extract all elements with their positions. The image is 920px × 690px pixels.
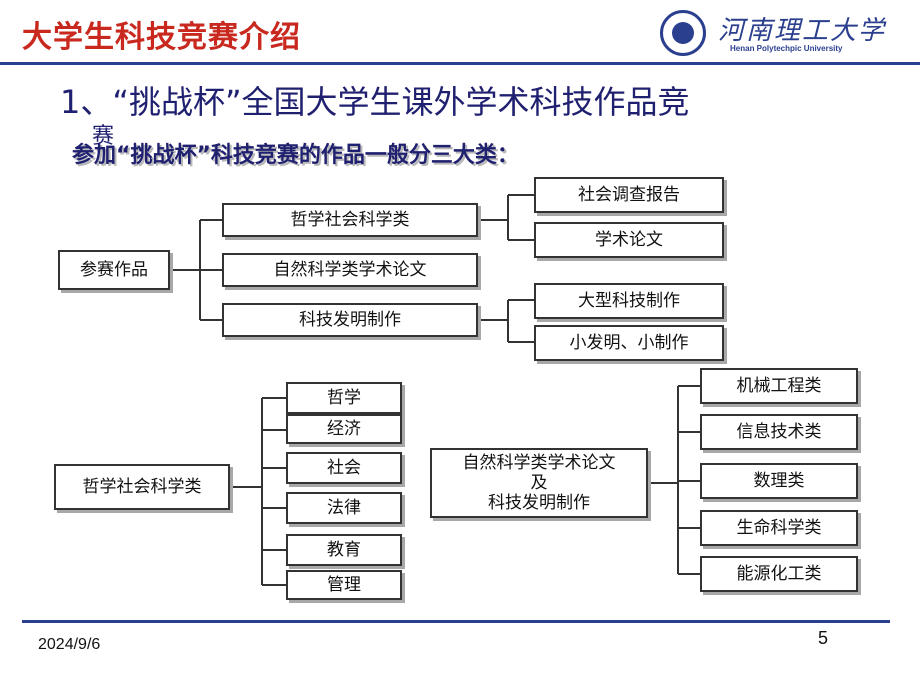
section-heading: 1、“挑战杯”全国大学生课外学术科技作品竞 [60, 83, 690, 121]
node-root-line-1: 自然科学类学术论文 [462, 453, 616, 473]
node-economics: 经济 [286, 414, 402, 444]
node-root-line-3: 科技发明制作 [488, 493, 590, 513]
node-management: 管理 [286, 570, 402, 600]
bottom-divider [22, 620, 890, 623]
node-mechanical-engineering: 机械工程类 [700, 368, 858, 404]
node-entries-root: 参赛作品 [58, 250, 170, 290]
node-large-tech-production: 大型科技制作 [534, 283, 724, 319]
node-mathematics-physics: 数理类 [700, 463, 858, 499]
node-education: 教育 [286, 534, 402, 566]
node-energy-chemical: 能源化工类 [700, 556, 858, 592]
node-category-natural-science: 自然科学类学术论文 [222, 253, 478, 287]
node-philosophy: 哲学 [286, 382, 402, 414]
logo-name: 河南理工大学 [718, 16, 887, 46]
node-life-science: 生命科学类 [700, 510, 858, 546]
node-small-invention: 小发明、小制作 [534, 325, 724, 361]
node-root-line-2: 及 [530, 473, 548, 493]
section-heading-wrap: 赛 [92, 124, 115, 149]
footer-date: 2024/9/6 [38, 636, 101, 653]
footer-page-number: 5 [818, 628, 829, 648]
section-subheading: 参加“挑战杯”科技竞赛的作品一般分三大类： [72, 143, 519, 168]
node-academic-paper: 学术论文 [534, 222, 724, 258]
university-logo: 河南理工大学 Henan Polytechpic University [660, 10, 910, 58]
logo-english-name: Henan Polytechpic University [730, 44, 843, 53]
node-category-invention: 科技发明制作 [222, 303, 478, 337]
node-law: 法律 [286, 492, 402, 524]
node-social-science-root: 哲学社会科学类 [54, 464, 230, 510]
node-category-social-science: 哲学社会科学类 [222, 203, 478, 237]
slide-title: 大学生科技竞赛介绍 [22, 20, 301, 55]
node-society: 社会 [286, 452, 402, 484]
node-natural-science-invention-root: 自然科学类学术论文 及 科技发明制作 [430, 448, 648, 518]
university-seal-icon [660, 10, 706, 56]
node-information-technology: 信息技术类 [700, 414, 858, 450]
top-divider [0, 62, 920, 65]
node-survey-report: 社会调查报告 [534, 177, 724, 213]
